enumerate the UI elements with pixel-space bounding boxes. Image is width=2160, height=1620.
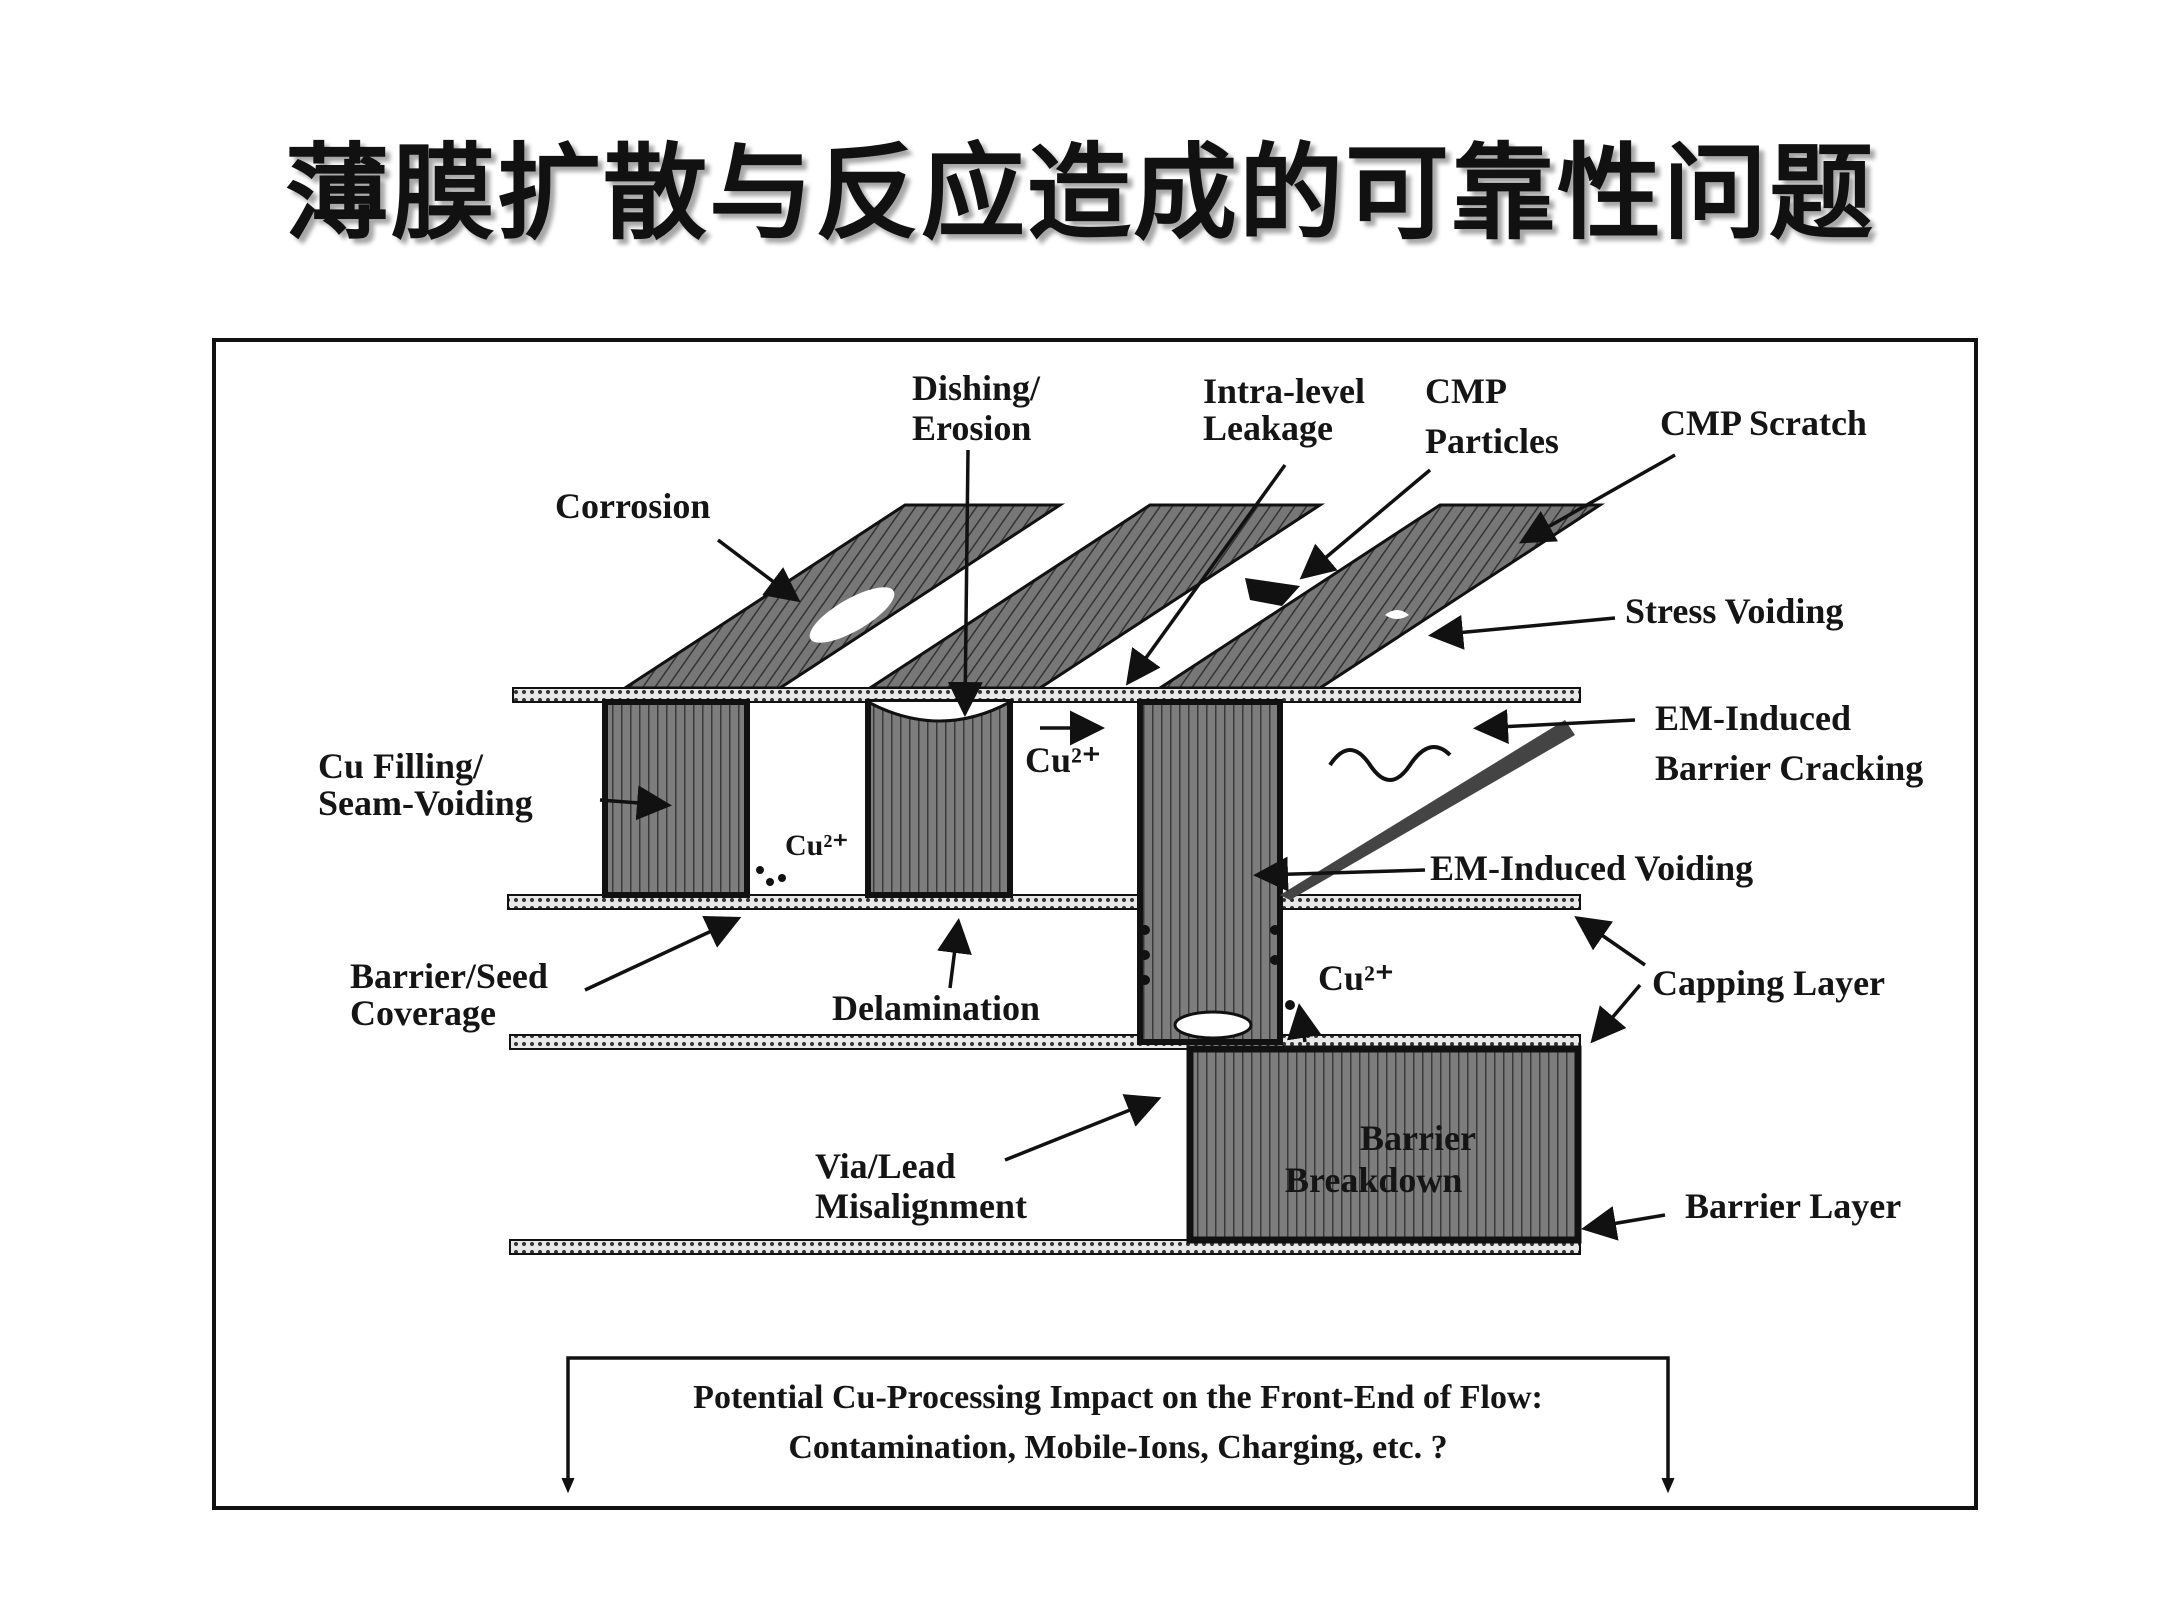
label-dishing-2: Erosion <box>912 408 1031 448</box>
em-crack-wave <box>1328 745 1452 782</box>
label-via-lead-2: Misalignment <box>815 1186 1027 1226</box>
label-cu-filling-1: Cu Filling/ <box>318 746 484 786</box>
top-capping-strip <box>512 687 1581 703</box>
label-delamination: Delamination <box>832 988 1040 1028</box>
cracked-line <box>1280 720 1575 900</box>
corrosion-void <box>809 587 895 643</box>
callout-arrows <box>584 449 1676 1241</box>
callout-labels: Dishing/ Erosion Intra-level Leakage CMP… <box>318 368 1923 1226</box>
label-via-lead-1: Via/Lead <box>815 1146 956 1186</box>
label-cu-ion-2: Cu²⁺ <box>785 829 848 862</box>
cmp-particle <box>1245 578 1300 606</box>
label-cu-filling-2: Seam-Voiding <box>318 783 533 823</box>
label-cu-ion-1: Cu²⁺ <box>1025 740 1101 780</box>
label-barrier-seed-2: Coverage <box>350 993 496 1033</box>
via-bottom-void <box>1173 1010 1253 1040</box>
label-em-voiding: EM-Induced Voiding <box>1430 848 1753 888</box>
metal-line-1 <box>602 699 750 898</box>
label-cmp-scratch: CMP Scratch <box>1660 403 1867 443</box>
label-cmp-particles-1: CMP <box>1425 371 1507 411</box>
slide-title: 薄膜扩散与反应造成的可靠性问题 <box>284 132 1875 254</box>
label-cmp-particles-2: Particles <box>1425 421 1559 461</box>
footnote-bracket <box>566 1356 1670 1488</box>
ion-dots <box>756 866 1295 1010</box>
label-barrier-breakdown-2: Breakdown <box>1285 1160 1462 1200</box>
label-barrier-layer: Barrier Layer <box>1685 1186 1901 1226</box>
label-capping-layer: Capping Layer <box>1652 963 1885 1003</box>
stress-void <box>1385 610 1409 619</box>
label-em-barrier-1: EM-Induced <box>1655 698 1851 738</box>
footnote-box: Potential Cu-Processing Impact on the Fr… <box>561 1356 1675 1494</box>
label-dishing-1: Dishing/ <box>912 368 1041 408</box>
label-barrier-breakdown-1: Barrier <box>1360 1118 1476 1158</box>
label-stress-voiding: Stress Voiding <box>1625 591 1843 631</box>
label-cu-ion-3: Cu²⁺ <box>1318 958 1394 998</box>
mid-capping-strip <box>507 894 1581 910</box>
metal-line-2 <box>865 699 1013 898</box>
label-barrier-seed-1: Barrier/Seed <box>350 956 548 996</box>
footnote-line-1: Potential Cu-Processing Impact on the Fr… <box>693 1379 1543 1416</box>
top-lines <box>619 503 1606 690</box>
footnote-line-2: Contamination, Mobile-Ions, Charging, et… <box>788 1429 1447 1466</box>
label-em-barrier-2: Barrier Cracking <box>1655 748 1923 788</box>
label-leakage-1: Intra-level <box>1203 371 1365 411</box>
label-leakage-2: Leakage <box>1203 408 1333 448</box>
lower-metal-block <box>1186 1045 1582 1244</box>
diagram-frame <box>212 338 1978 1510</box>
label-corrosion: Corrosion <box>555 486 710 526</box>
via-column <box>1137 699 1283 1045</box>
